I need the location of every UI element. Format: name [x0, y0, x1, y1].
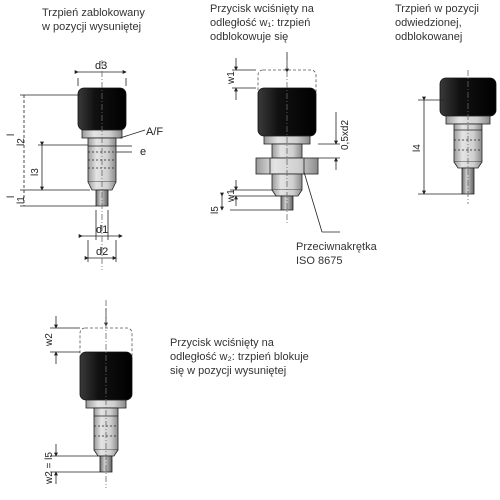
caption-fig1: Trzpień zablokowany w pozycji wysuniętej — [42, 7, 145, 33]
dim-l: l — [6, 133, 17, 136]
dim-w2: w2 — [44, 333, 55, 346]
dim-w1-lower: w1 — [226, 189, 237, 202]
dim-d3: d3 — [95, 60, 108, 72]
dim-l5: l5 — [210, 206, 221, 214]
fig4-drawing — [50, 300, 133, 488]
dim-l1: l1 — [16, 196, 27, 204]
fig2-drawing — [220, 52, 340, 233]
dim-d2: d2 — [96, 246, 109, 258]
dim-l3: l3 — [30, 168, 41, 176]
caption-locknut: Przeciwnakrętka ISO 8675 — [296, 241, 377, 267]
dim-l4: l4 — [412, 144, 423, 152]
dim-w2-l5: w2 = l5 — [44, 452, 55, 484]
caption-fig2: Przycisk wciśnięty na odległość w₁: trzp… — [210, 3, 314, 43]
fig3-drawing — [418, 70, 497, 204]
dim-half-d2: 0,5xd2 — [340, 119, 351, 150]
caption-fig4: Przycisk wciśnięty na odległość w₂: trzp… — [170, 337, 309, 377]
caption-fig3: Trzpień w pozycji odwiedzionej, odblokow… — [395, 3, 479, 43]
dim-af: A/F — [146, 126, 164, 138]
dim-w1-upper: w1 — [226, 71, 237, 84]
fig1-drawing — [20, 60, 146, 270]
dim-d1: d1 — [96, 224, 109, 236]
dim-e: e — [140, 146, 147, 158]
dim-l2: l2 — [16, 138, 27, 146]
